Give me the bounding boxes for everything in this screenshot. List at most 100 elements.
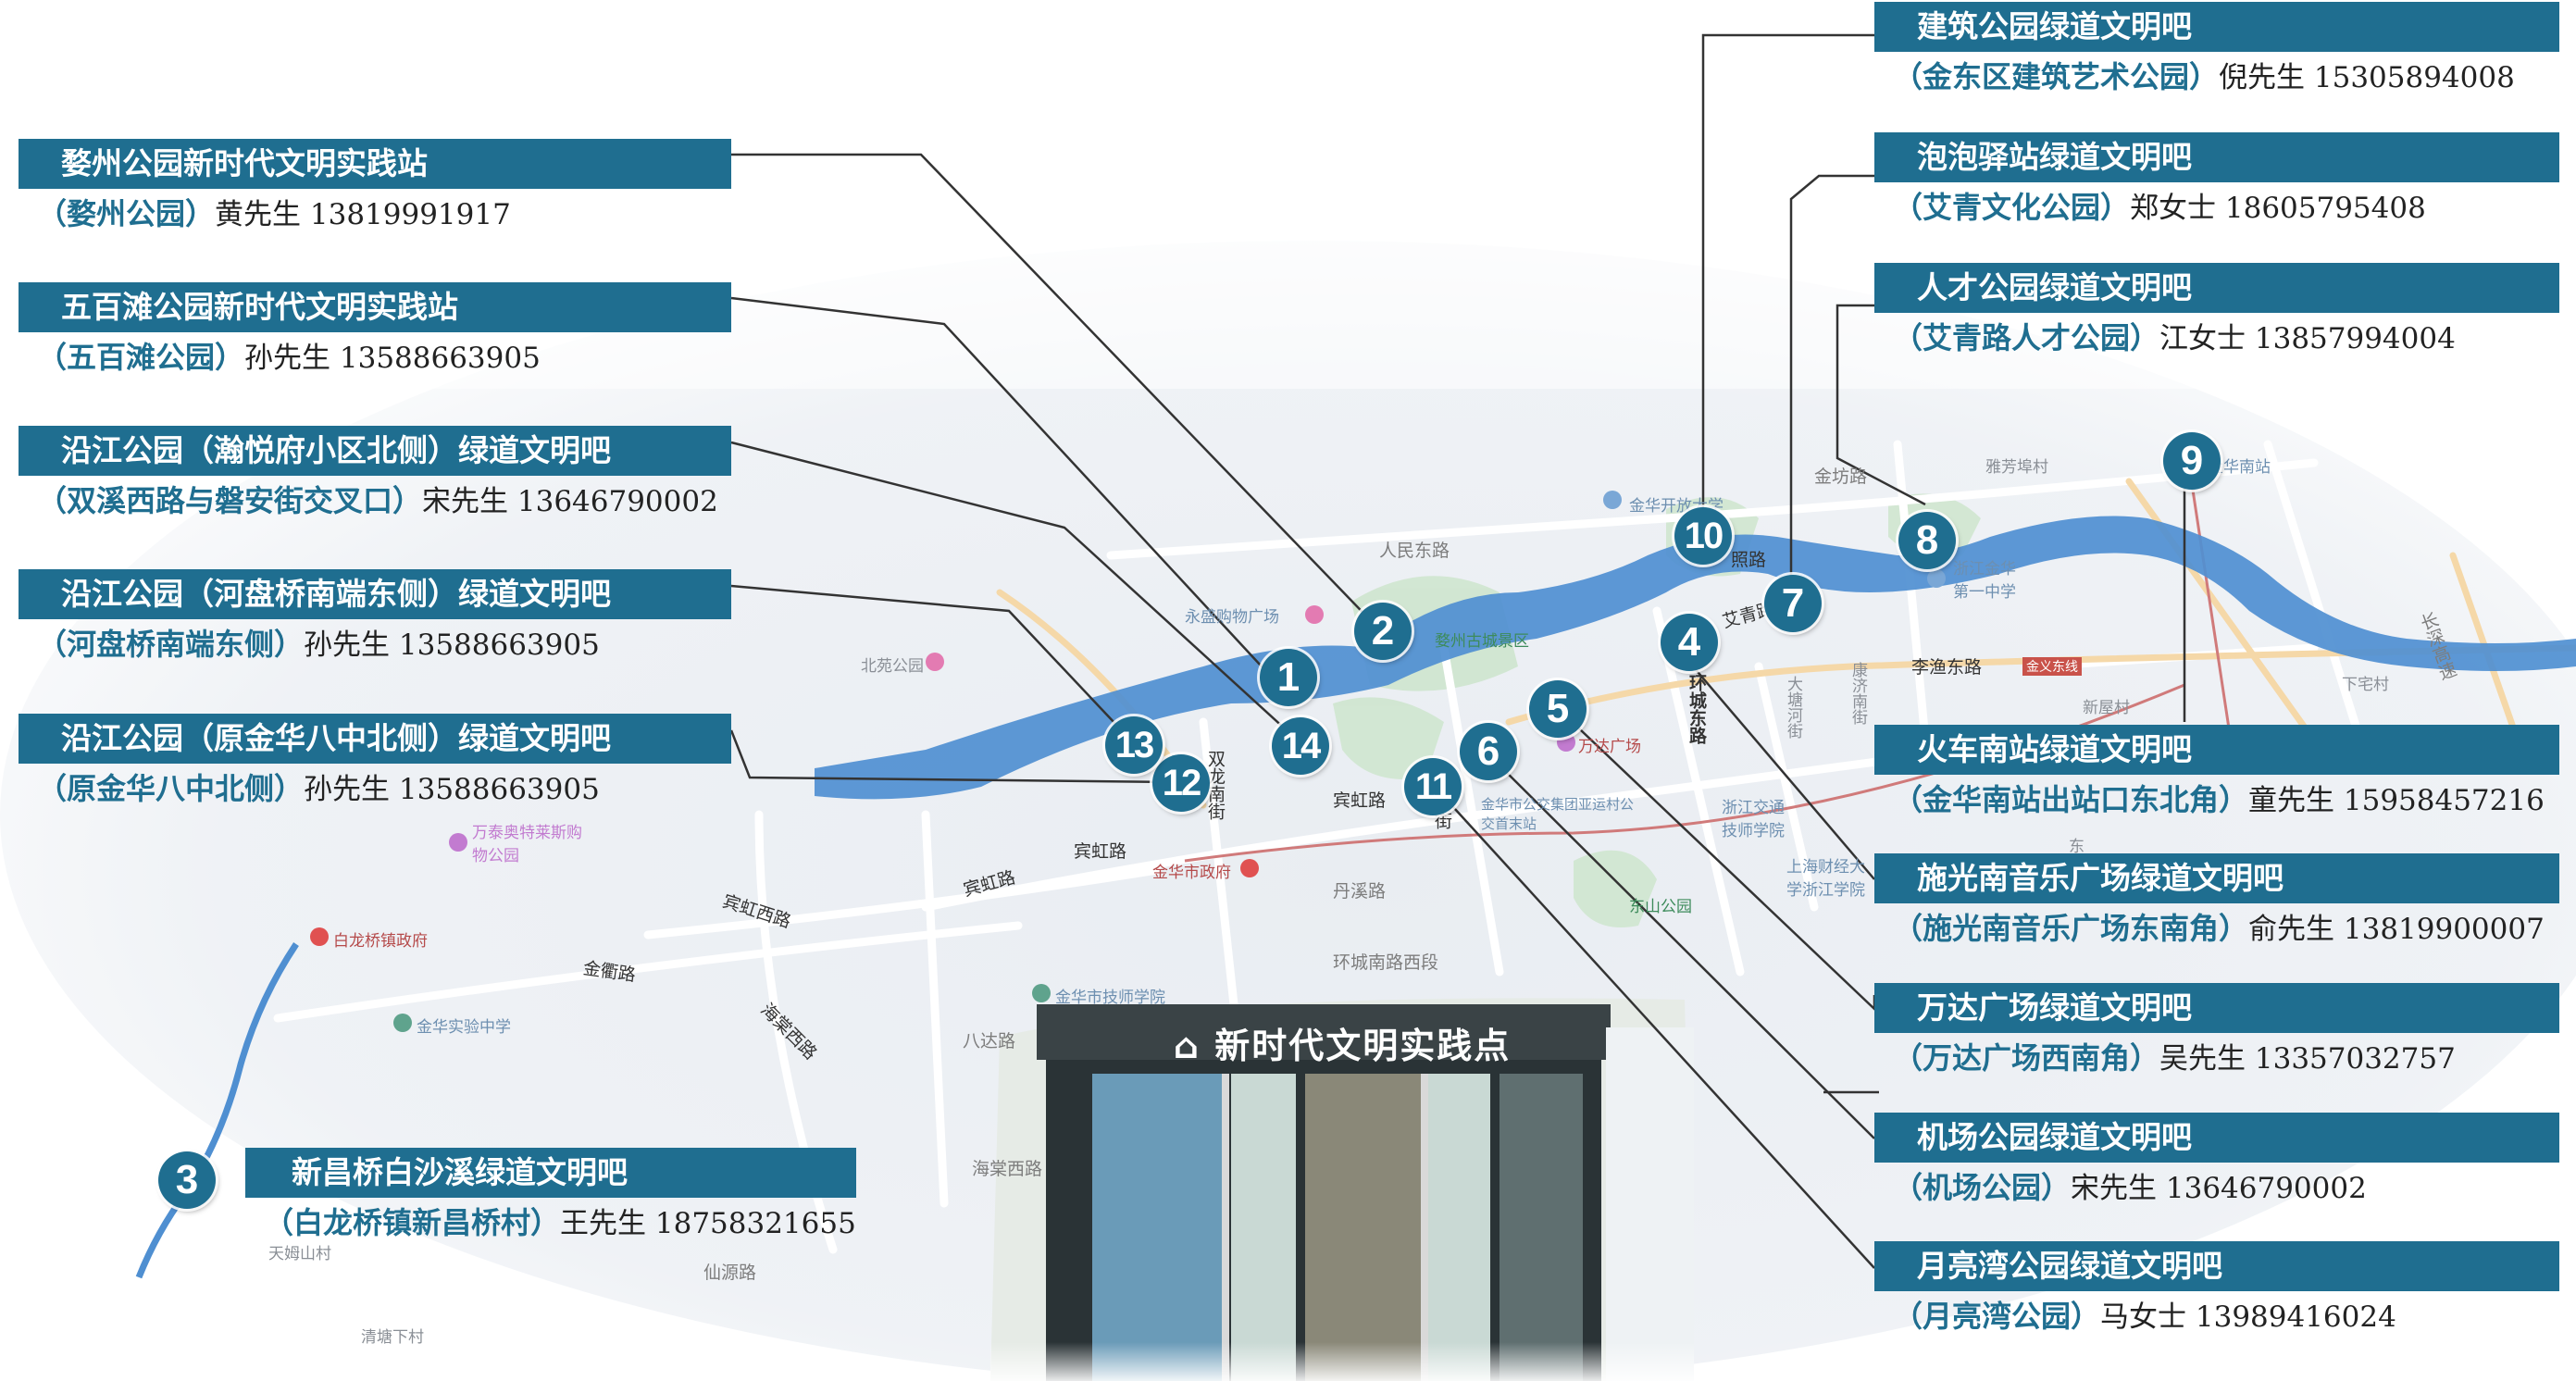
map-label-jinhua-gov: 金华市政府: [1152, 864, 1231, 882]
map-marker-7[interactable]: 7: [1764, 575, 1822, 632]
school-pin-icon: [1603, 491, 1622, 509]
map-label-bailongqiao-gov: 白龙桥镇政府: [333, 932, 428, 951]
map-marker-14[interactable]: 14: [1272, 717, 1329, 775]
callout-title: 婺州公园新时代文明实践站: [19, 139, 731, 189]
callout-sub: （艾青文化公园）郑女士 18605795408: [1893, 190, 2426, 225]
map-label-jinhua-south: 金华南站: [2208, 458, 2271, 477]
map-label-zhejiang-tech: 浙江交通技师学院: [1722, 799, 1785, 840]
map-label-wantai: 万泰奥特莱斯购物公园: [472, 824, 582, 865]
photo-backdrop: [990, 998, 1694, 1381]
callout-paopao: 泡泡驿站绿道文明吧 （艾青文化公园）郑女士 18605795408: [1874, 132, 2559, 232]
callout-title: 施光南音乐广场绿道文明吧: [1874, 853, 2559, 903]
callout-sub: （万达广场西南角）吴先生 13357032757: [1893, 1040, 2456, 1076]
callout-jianzhu: 建筑公园绿道文明吧 （金东区建筑艺术公园）倪先生 15305894008: [1874, 2, 2559, 102]
callout-title: 沿江公园（瀚悦府小区北侧）绿道文明吧: [19, 426, 731, 476]
gov-pin-icon: [1240, 859, 1259, 877]
leader-lines: [729, 33, 2186, 1269]
mall-pin-icon: [449, 833, 467, 852]
map-label-xinwu: 新屋村: [2083, 699, 2130, 717]
callout-wubaitan: 五百滩公园新时代文明实践站 （五百滩公园）孙先生 13588663905: [19, 282, 731, 382]
map-label-bada: 八达路: [963, 1031, 1016, 1051]
callout-sub: （原金华八中北侧）孙先生 13588663905: [37, 771, 600, 806]
map-label-beiyuan: 北苑公园: [861, 657, 924, 676]
callout-sub: （五百滩公园）孙先生 13588663905: [37, 340, 541, 375]
callout-wanda: 万达广场绿道文明吧 （万达广场西南角）吴先生 13357032757: [1874, 983, 2559, 1083]
map-label-kangji: 康济南街: [1848, 662, 1867, 725]
school-pin-icon: [1032, 984, 1051, 1002]
callout-shiguangnan: 施光南音乐广场绿道文明吧 （施光南音乐广场东南角）俞先生 13819900007: [1874, 853, 2559, 953]
school-pin-icon: [1927, 569, 1946, 588]
map-label-yongsheng: 永盛购物广场: [1185, 608, 1279, 627]
park-pin-icon: [926, 653, 944, 671]
callout-title: 火车南站绿道文明吧: [1874, 725, 2559, 775]
map-label-shanghai: 上海财经大学浙江学院: [1786, 858, 1865, 900]
callout-title: 人才公园绿道文明吧: [1874, 263, 2559, 313]
callout-sub: （机场公园）宋先生 13646790002: [1893, 1170, 2367, 1205]
callout-title: 月亮湾公园绿道文明吧: [1874, 1241, 2559, 1291]
map-label-xiazhai: 下宅村: [2342, 676, 2389, 694]
map-marker-8[interactable]: 8: [1898, 512, 1956, 569]
map-label-gongjiao: 金华市公交集团亚运村公交首末站: [1481, 796, 1635, 832]
map-label-huancheng-s: 环城南路西段: [1333, 952, 1439, 973]
map-label-zhao: 照路: [1731, 550, 1767, 570]
callout-title: 机场公园绿道文明吧: [1874, 1113, 2559, 1163]
photo-sign: ⌂ 新时代文明实践点: [1173, 1026, 1512, 1066]
callout-sub: （金华南站出站口东北角）童先生 15958457216: [1893, 782, 2545, 817]
map-label-binhong: 宾虹路: [1333, 790, 1387, 811]
map-marker-3[interactable]: 3: [158, 1151, 216, 1209]
callout-wuzhou: 婺州公园新时代文明实践站 （婺州公园）黄先生 13819991917: [19, 139, 731, 239]
callout-title: 新昌桥白沙溪绿道文明吧: [245, 1148, 856, 1198]
callout-title: 五百滩公园新时代文明实践站: [19, 282, 731, 332]
map-marker-12[interactable]: 12: [1152, 754, 1210, 812]
callout-jichang: 机场公园绿道文明吧 （机场公园）宋先生 13646790002: [1874, 1113, 2559, 1213]
map-label-qingtang: 清塘下村: [361, 1328, 424, 1347]
map-label-dong: 东: [2069, 838, 2084, 856]
map-marker-9[interactable]: 9: [2163, 432, 2221, 490]
map-label-wanda: 万达广场: [1578, 738, 1641, 756]
callout-sub: （婺州公园）黄先生 13819991917: [37, 196, 511, 231]
map-label-liyu: 李渔东路: [1911, 657, 1983, 678]
callout-sub: （双溪西路与磐安街交叉口）宋先生 13646790002: [37, 483, 718, 518]
map-marker-6[interactable]: 6: [1460, 723, 1517, 780]
map-marker-1[interactable]: 1: [1260, 649, 1317, 706]
map-label-dongshan: 东山公园: [1629, 898, 1692, 916]
map-label-jinfang: 金坊路: [1814, 467, 1868, 487]
callout-xinchangqiao: 新昌桥白沙溪绿道文明吧 （白龙桥镇新昌桥村）王先生 18758321655: [245, 1148, 856, 1248]
map-label-binhong3: 宾虹路: [1074, 841, 1127, 862]
callout-sub: （月亮湾公园）马女士 13989416024: [1893, 1299, 2396, 1334]
map-label-jinhua-tech: 金华市技师学院: [1055, 989, 1165, 1007]
callout-title: 沿江公园（河盘桥南端东侧）绿道文明吧: [19, 569, 731, 619]
map-label-renmin: 人民东路: [1379, 541, 1450, 561]
school-pin-icon: [393, 1014, 412, 1032]
map-marker-2[interactable]: 2: [1354, 603, 1412, 660]
callout-hanyuefu: 沿江公园（瀚悦府小区北侧）绿道文明吧 （双溪西路与磐安街交叉口）宋先生 1364…: [19, 426, 731, 526]
map-marker-11[interactable]: 11: [1404, 758, 1462, 815]
callout-sub: （施光南音乐广场东南角）俞先生 13819900007: [1893, 911, 2545, 946]
callout-sub: （艾青路人才公园）江女士 13857994004: [1893, 320, 2456, 355]
callout-title: 建筑公园绿道文明吧: [1874, 2, 2559, 52]
map-label-huancheng: 环城东路: [1686, 674, 1707, 744]
gov-pin-icon: [310, 927, 329, 946]
map-label-yizhong: 浙江金华第一中学: [1953, 560, 2016, 602]
poi-pin-icon: [1305, 605, 1324, 624]
callout-huochenanzhan: 火车南站绿道文明吧 （金华南站出站口东北角）童先生 15958457216: [1874, 725, 2559, 825]
map-label-xianyuan: 仙源路: [703, 1263, 757, 1283]
map-marker-10[interactable]: 10: [1674, 507, 1732, 565]
map-label-jinhua-exp: 金华实验中学: [417, 1018, 511, 1037]
callout-title: 沿江公园（原金华八中北侧）绿道文明吧: [19, 714, 731, 764]
river: [815, 516, 2576, 800]
map-label-jinyi: 金义东线: [2022, 657, 2082, 676]
map-label-yanan: 雅芳埠村: [1985, 458, 2048, 477]
callout-title: 万达广场绿道文明吧: [1874, 983, 2559, 1033]
callout-yueliangwan: 月亮湾公园绿道文明吧 （月亮湾公园）马女士 13989416024: [1874, 1241, 2559, 1341]
building-icon: ⌂: [1173, 1026, 1201, 1066]
callout-sub: （白龙桥镇新昌桥村）王先生 18758321655: [264, 1205, 856, 1240]
map-marker-13[interactable]: 13: [1105, 716, 1163, 774]
mall-pin-icon: [1557, 733, 1575, 752]
map-label-tianmu: 天姆山村: [268, 1245, 331, 1263]
callout-hepanqiao: 沿江公园（河盘桥南端东侧）绿道文明吧 （河盘桥南端东侧）孙先生 13588663…: [19, 569, 731, 669]
map-marker-4[interactable]: 4: [1661, 614, 1718, 671]
callout-sub: （金东区建筑艺术公园）倪先生 15305894008: [1893, 59, 2515, 94]
map-marker-5[interactable]: 5: [1529, 680, 1587, 738]
map-label-haitang2: 海棠西路: [972, 1159, 1043, 1179]
